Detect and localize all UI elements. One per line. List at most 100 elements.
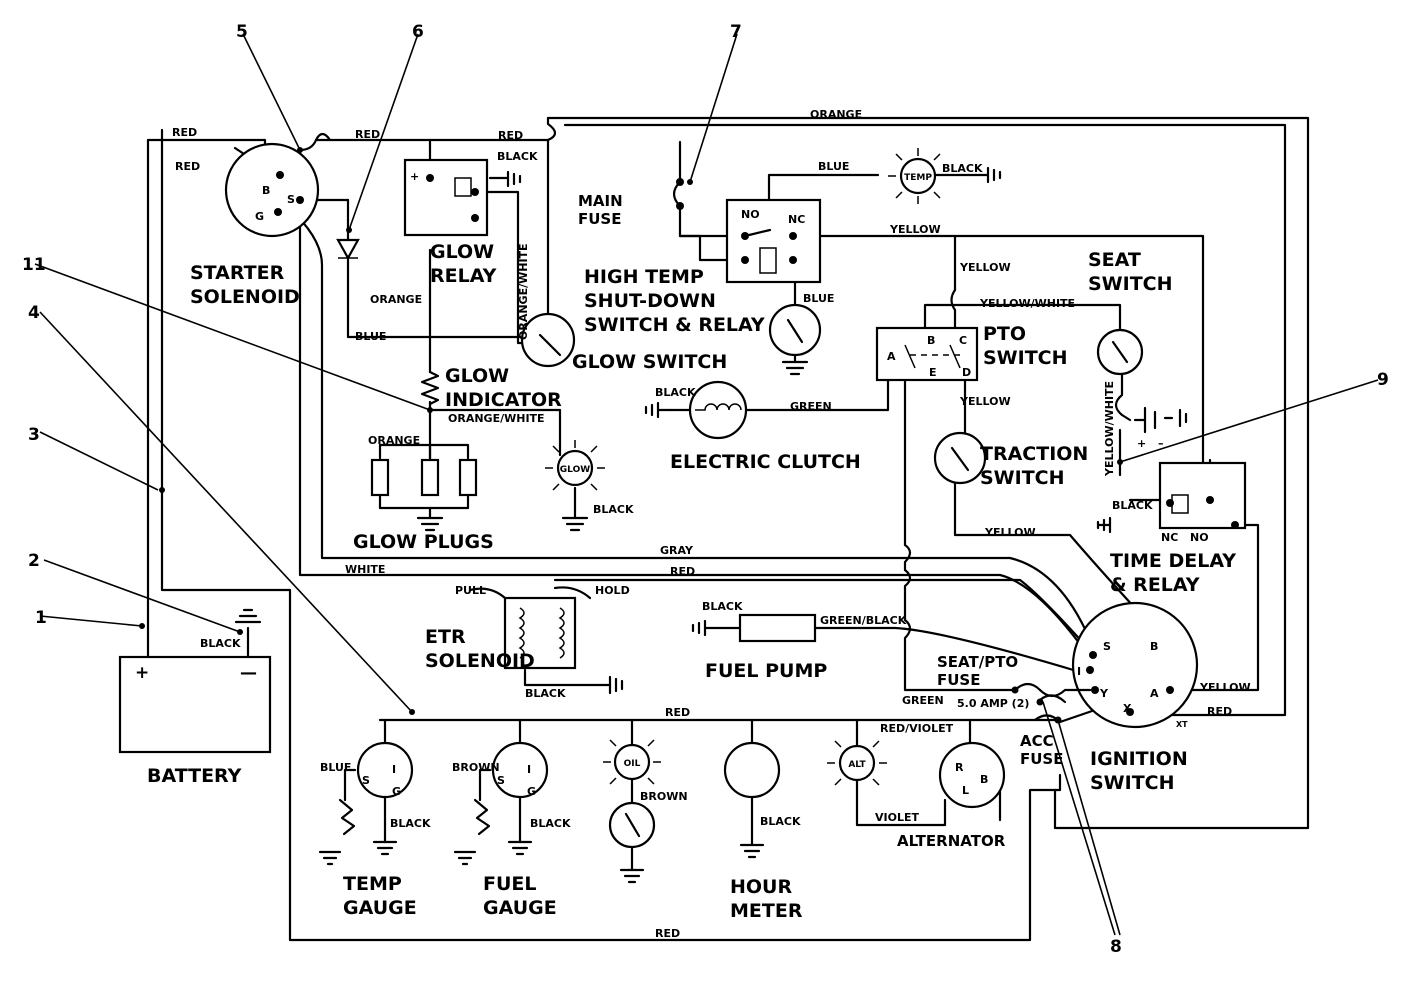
label-glow-switch: GLOW SWITCH bbox=[572, 351, 727, 373]
electric-clutch-symbol bbox=[688, 380, 748, 440]
label-pto-b: B bbox=[927, 334, 935, 347]
label-bat-plus: + bbox=[135, 663, 149, 683]
label-ign-y: Y bbox=[1099, 687, 1109, 700]
label-white: WHITE bbox=[345, 563, 385, 576]
label-yellow-traction: YELLOW bbox=[984, 526, 1036, 539]
diode-symbol bbox=[336, 238, 360, 261]
label-red-top-left: RED bbox=[172, 126, 197, 139]
label-black-hm: BLACK bbox=[760, 815, 801, 828]
label-alt-l: L bbox=[962, 784, 969, 797]
oil-lamp-symbol bbox=[613, 743, 651, 781]
label-time-delay: TIME DELAY& RELAY bbox=[1110, 550, 1236, 596]
alt-lamp-symbol bbox=[838, 744, 876, 782]
label-yellow-temp: YELLOW bbox=[889, 223, 941, 236]
glow-switch-symbol bbox=[520, 312, 576, 368]
callout-1: 1 bbox=[35, 608, 47, 628]
label-brown-oil: BROWN bbox=[640, 790, 688, 803]
glow-lamp-symbol bbox=[556, 449, 594, 487]
label-glow-plugs: GLOW PLUGS bbox=[353, 531, 494, 553]
label-nc: NC bbox=[788, 213, 805, 226]
label-tdr-nc: NC bbox=[1161, 531, 1178, 544]
fuel-gauge-symbol bbox=[491, 741, 549, 799]
label-ign-x: X bbox=[1123, 702, 1132, 715]
label-seat-minus: – bbox=[1158, 437, 1164, 450]
label-yellow-white-top: YELLOW/WHITE bbox=[979, 297, 1075, 310]
label-fuel-pump: FUEL PUMP bbox=[705, 660, 827, 682]
label-tg-g: G bbox=[392, 785, 401, 798]
label-blue-hts: BLUE bbox=[803, 292, 834, 305]
label-yellow-pto: YELLOW bbox=[959, 395, 1011, 408]
label-black-fp: BLACK bbox=[702, 600, 743, 613]
label-battery: BATTERY bbox=[147, 765, 242, 787]
label-fg-s: S bbox=[497, 774, 505, 787]
ignition-switch-symbol bbox=[1071, 601, 1199, 729]
label-electric-clutch: ELECTRIC CLUTCH bbox=[670, 451, 861, 473]
callout-2: 2 bbox=[28, 551, 40, 571]
battery-symbol bbox=[118, 655, 272, 754]
label-alt-b: B bbox=[980, 773, 988, 786]
alternator-symbol bbox=[938, 741, 1006, 809]
label-red-bottom: RED bbox=[655, 927, 680, 940]
label-black-glow: BLACK bbox=[593, 503, 634, 516]
glow-relay-symbol bbox=[403, 158, 489, 237]
callout-8: 8 bbox=[1110, 937, 1122, 957]
label-violet: VIOLET bbox=[875, 811, 919, 824]
label-fg-i: I bbox=[527, 763, 531, 776]
label-blue-left: BLUE bbox=[355, 330, 386, 343]
temp-gauge-symbol bbox=[356, 741, 414, 799]
pto-switch-symbol bbox=[875, 326, 979, 382]
label-orange-white-relay: ORANGE/WHITE bbox=[517, 243, 530, 340]
label-ign-xt: XT bbox=[1176, 720, 1188, 729]
label-red-solenoid: RED bbox=[175, 160, 200, 173]
label-black-tdr: BLACK bbox=[1112, 499, 1153, 512]
label-red-ign: RED bbox=[670, 565, 695, 578]
label-yellow-a: YELLOW bbox=[1199, 681, 1251, 694]
label-blue-temp: BLUE bbox=[818, 160, 849, 173]
label-glow: GLOW bbox=[560, 465, 590, 475]
high-temp-relay-symbol bbox=[725, 198, 822, 284]
label-pto-d: D bbox=[962, 366, 971, 379]
label-green-fuse: GREEN bbox=[902, 694, 944, 707]
label-s: S bbox=[287, 193, 295, 206]
callout-9: 9 bbox=[1377, 370, 1389, 390]
label-g: G bbox=[255, 210, 264, 223]
glow-plug-1 bbox=[370, 458, 390, 497]
label-black-batt: BLACK bbox=[200, 637, 241, 650]
label-seat-plus: + bbox=[1137, 437, 1146, 450]
label-oil: OIL bbox=[624, 759, 641, 769]
callout-6: 6 bbox=[412, 22, 424, 42]
label-yellow-white-seat: YELLOW/WHITE bbox=[1103, 381, 1116, 477]
callout-3: 3 bbox=[28, 425, 40, 445]
label-red-top-mid: RED bbox=[355, 128, 380, 141]
label-fg-g: G bbox=[527, 785, 536, 798]
label-hold: HOLD bbox=[595, 584, 630, 597]
label-ign-a: A bbox=[1150, 687, 1159, 700]
glow-plug-3 bbox=[458, 458, 478, 497]
label-blue-tg: BLUE bbox=[320, 761, 351, 774]
label-black-etr: BLACK bbox=[525, 687, 566, 700]
callout-7: 7 bbox=[730, 22, 742, 42]
label-pto-a: A bbox=[887, 350, 896, 363]
glow-indicator-symbol bbox=[420, 370, 440, 406]
label-green-black: GREEN/BLACK bbox=[820, 614, 907, 627]
label-tdr-no: NO bbox=[1190, 531, 1209, 544]
glow-plug-2 bbox=[420, 458, 440, 497]
label-no: NO bbox=[741, 208, 760, 221]
callout-4: 4 bbox=[28, 303, 40, 323]
temp-lamp-symbol bbox=[899, 157, 937, 195]
label-ign-b: B bbox=[1150, 640, 1158, 653]
